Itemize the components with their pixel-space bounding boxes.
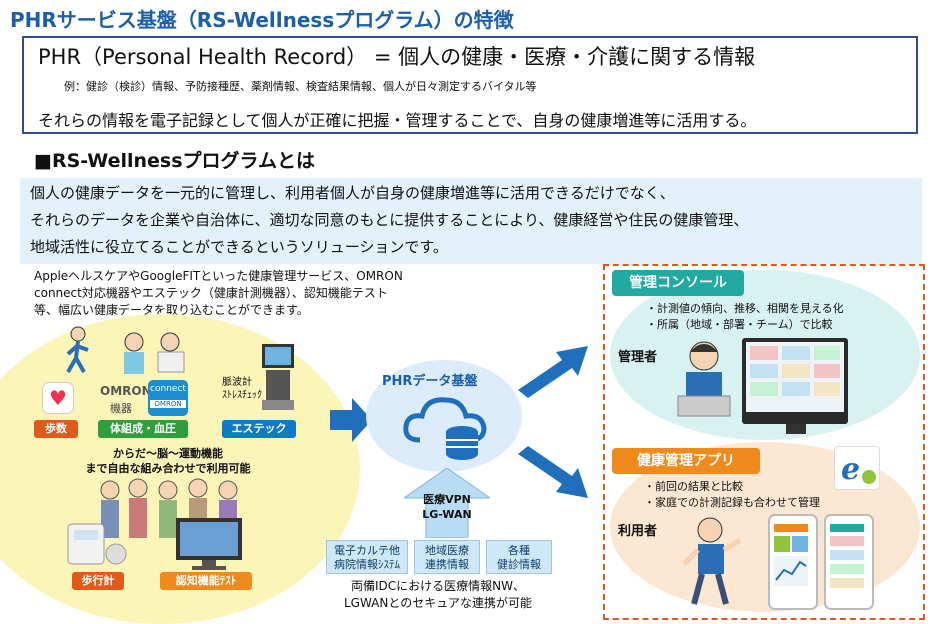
info-box-emr: 電子カルテ他病院情報ｼｽﾃﾑ (326, 540, 408, 574)
console-title: 管理コンソール (612, 270, 744, 296)
arrow-to-platform (330, 398, 372, 446)
omron-text: OMRON (100, 384, 152, 398)
devices-line-1: AppleヘルスケアやGoogleFITといった健康管理サービス、OMRON (34, 269, 403, 283)
label-steps: 歩数 (34, 420, 78, 438)
devices-line-3: 等、幅広い健康データを取り込むことができます。 (34, 303, 309, 317)
platform-title: PHRデータ基盤 (382, 374, 478, 389)
manager-person-icon (674, 338, 734, 422)
combination-note: からだ～脳～運動機能 まで自由な組み合わせで利用可能 (85, 447, 251, 475)
section-heading: ■RS-Wellnessプログラムとは (34, 150, 315, 172)
omron-connect-icon: connect OMRON (148, 380, 188, 416)
intro-line-3: 地域活性に役立てることができるというソリューションです。 (30, 238, 448, 256)
app-bullet-2: ・家庭での計測記録も合わせて管理 (644, 496, 820, 509)
devices-line-2: connect対応機器やエステック（健康計測機器）、認知機能テスト (34, 286, 388, 300)
label-body-composition: 体組成・血圧 (98, 420, 188, 438)
pedometer-device-icon (64, 514, 130, 574)
label-cognitive-test: 認知機能ﾃｽﾄ (160, 572, 252, 590)
app-title: 健康管理アプリ (612, 448, 760, 474)
pulse-text: 脈波計 ｽﾄﾚｽﾁｪｯｸ (222, 377, 262, 401)
phr-definition: PHR（Personal Health Record） = 個人の健康・医療・介… (38, 45, 756, 69)
phr-definition-box: PHR（Personal Health Record） = 個人の健康・医療・介… (22, 36, 918, 134)
user-person-icon (680, 516, 750, 612)
smartphone-2 (824, 514, 874, 610)
phr-description: それらの情報を電子記録として個人が正確に把握・管理することで、自身の健康増進等に… (38, 111, 757, 130)
phr-examples: 例：健診（検診）情報、予防接種歴、薬剤情報、検査結果情報、個人が日々測定するバイ… (64, 80, 537, 93)
cognitive-test-monitor-icon (174, 516, 244, 576)
vpn-label: 医療VPN LG-WAN (422, 493, 472, 521)
smartphone-1 (768, 514, 818, 610)
person-walking-icon (60, 326, 100, 380)
arrow-to-app (518, 438, 588, 502)
platform-area (366, 360, 522, 472)
devices-description: AppleヘルスケアやGoogleFITといった健康管理サービス、OMRON c… (34, 268, 403, 319)
cloud-database-icon (400, 388, 496, 464)
manager-label: 管理者 (618, 350, 658, 365)
intro-line-1: 個人の健康データを一元的に管理し、利用者個人が自身の健康増進等に活用できるだけで… (30, 184, 675, 202)
intro-line-2: それらのデータを企業や自治体に、適切な同意のもとに提供することにより、健康経営や… (30, 211, 749, 229)
health-app-heart-icon: ♥ (42, 382, 74, 414)
monitor-stand (786, 424, 806, 434)
label-pedometer: 歩行計 (72, 572, 124, 590)
usage-area (603, 264, 925, 620)
console-monitor (742, 338, 848, 424)
label-estec: エステック (222, 420, 296, 438)
console-bullet-1: ・計測値の傾向、推移、相関を見える化 (646, 302, 844, 315)
info-box-checkup: 各種健診情報 (486, 540, 552, 574)
info-box-regional: 地域医療連携情報 (414, 540, 480, 574)
kiki-text: 機器 (110, 402, 132, 415)
estec-device-icon (258, 340, 298, 418)
svg-text:e: e (841, 452, 860, 487)
arrow-to-console (518, 346, 588, 410)
page-title: PHRサービス基盤（RS-Wellnessプログラム）の特徴 (10, 8, 514, 32)
intro-box: 個人の健康データを一元的に管理し、利用者個人が自身の健康増進等に活用できるだけで… (20, 178, 922, 264)
person-measuring-icon (118, 332, 188, 380)
app-logo-icon: e (834, 446, 880, 490)
secure-connection-note: 両備IDCにおける医療情報NW、 LGWANとのセキュアな連携が可能 (343, 579, 533, 610)
app-bullet-1: ・前回の結果と比較 (644, 480, 743, 493)
vpn-up-arrow (402, 467, 492, 542)
console-bullet-2: ・所属（地域・部署・チーム）で比較 (646, 318, 833, 331)
user-label: 利用者 (618, 524, 658, 539)
